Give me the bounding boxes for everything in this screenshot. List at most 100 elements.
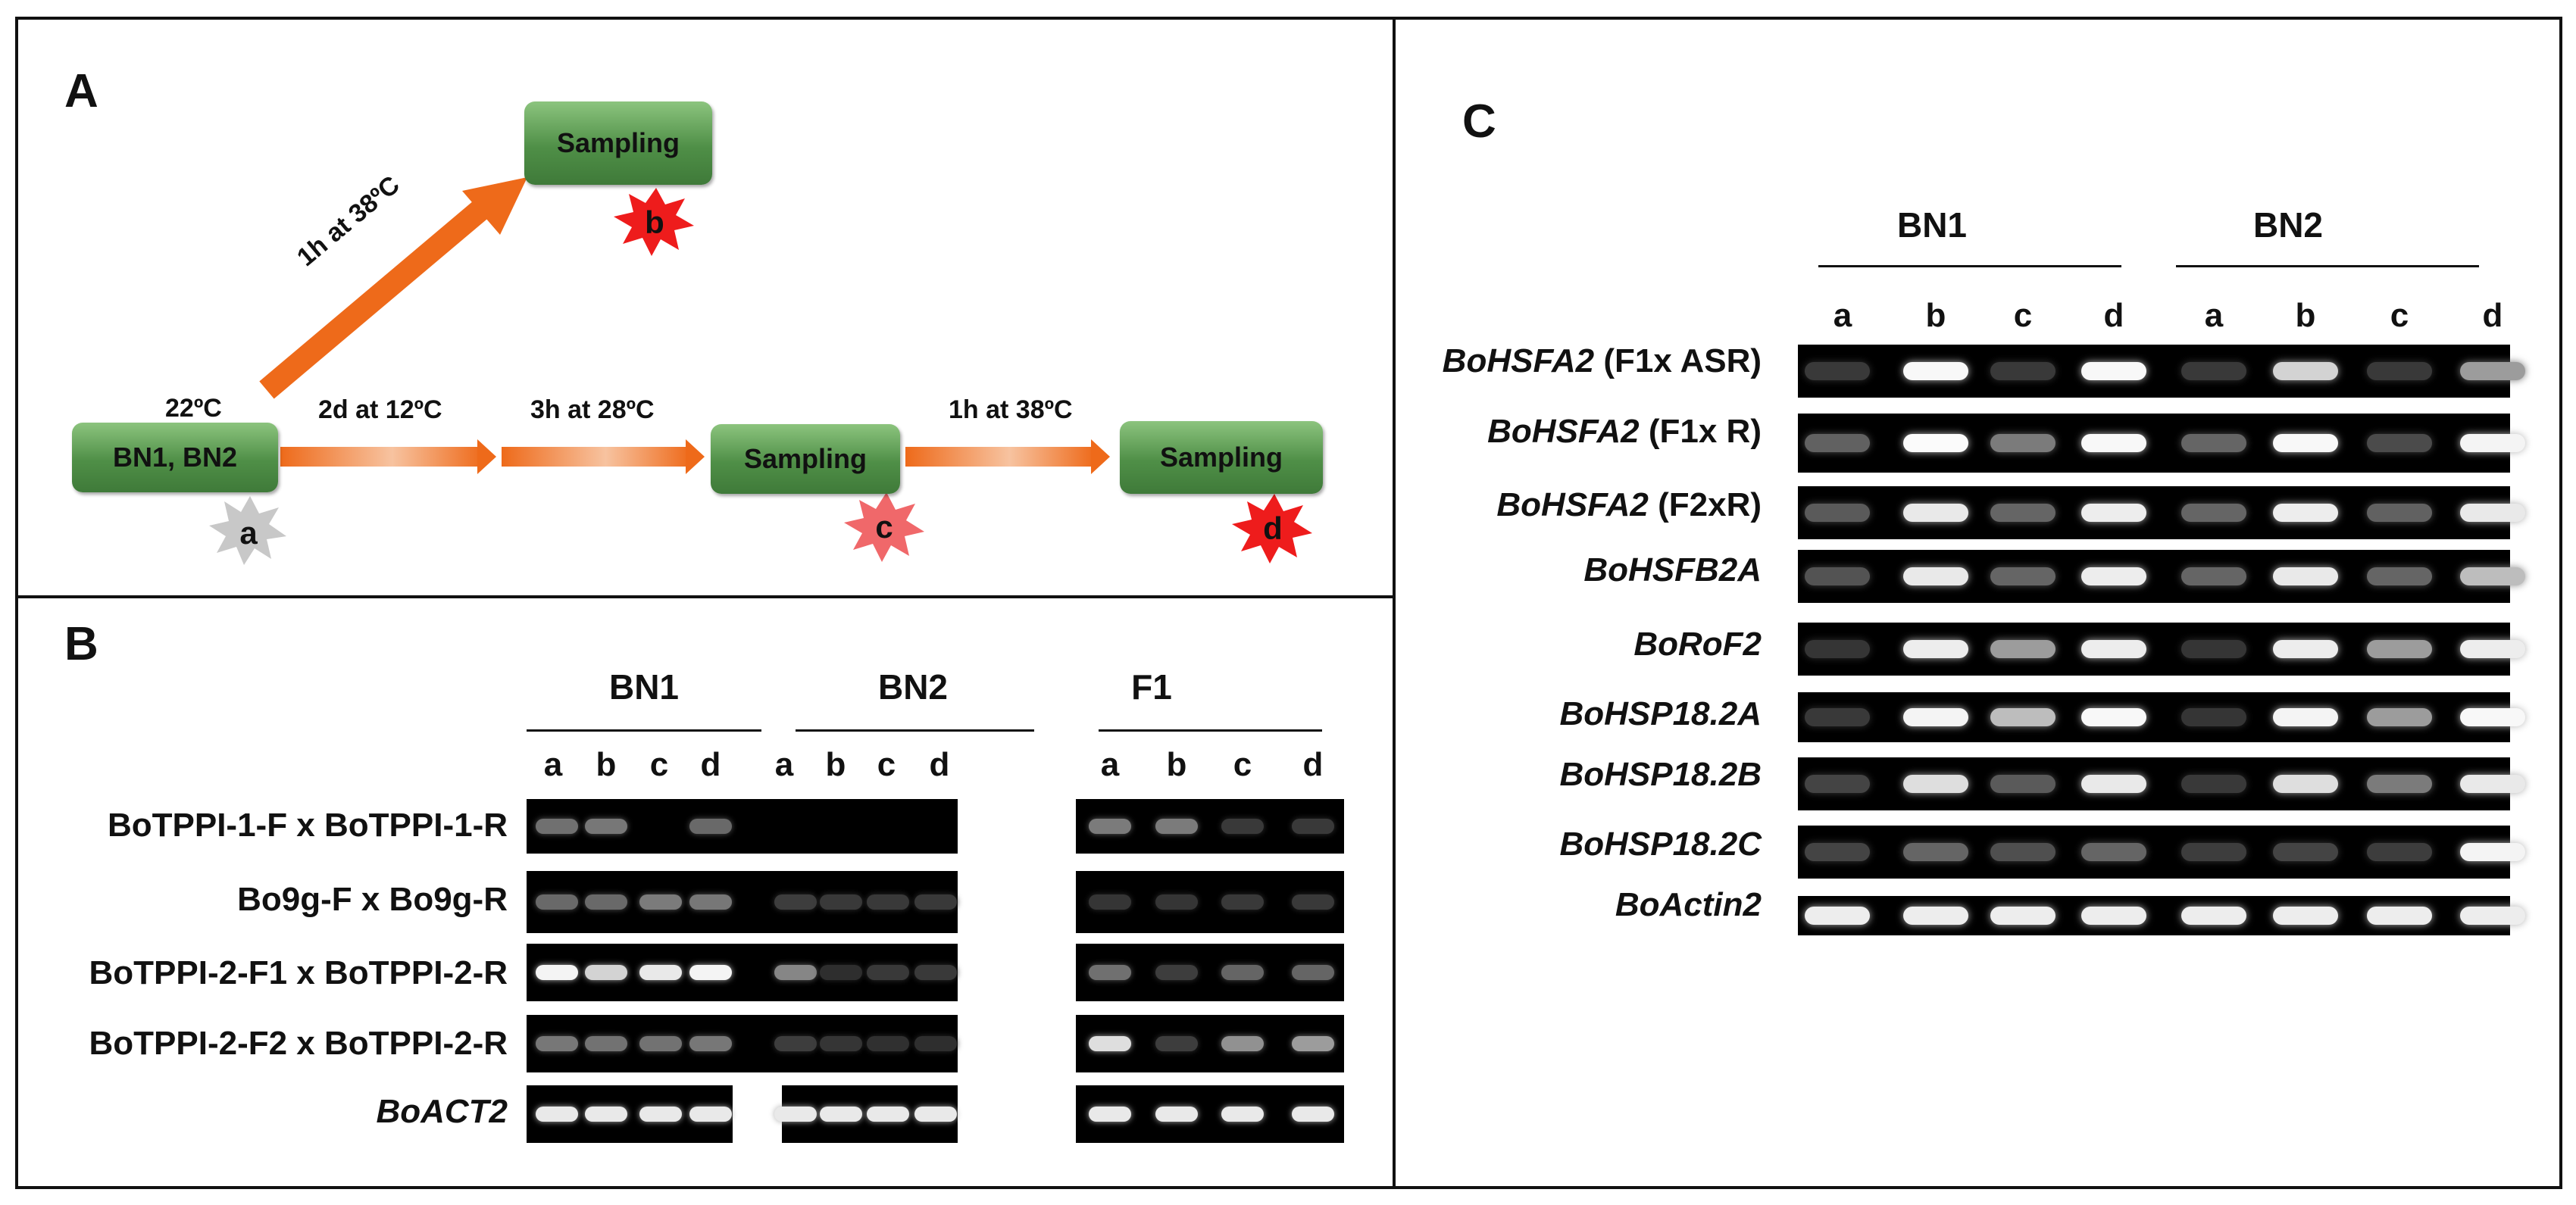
gel-band [689, 1036, 732, 1051]
gel-band [1155, 1107, 1198, 1122]
warm-arrow-head [686, 439, 705, 474]
star-b-label: b [645, 204, 664, 240]
gel-band [2273, 504, 2338, 522]
gel-band [2181, 640, 2246, 658]
gel-band [1903, 567, 1968, 585]
panel-c-letter: C [1462, 95, 1496, 148]
gel-row-label: BoTPPI-1-F x BoTPPI-1-R [107, 807, 508, 844]
gel-band [1903, 775, 1968, 793]
group-label-bn2: BN2 [877, 667, 949, 707]
gel-band [639, 965, 682, 980]
gel-band [2367, 775, 2432, 793]
gel-band [2367, 362, 2432, 380]
figure-frame [15, 17, 2562, 1189]
group-underline-bn1 [527, 729, 761, 732]
gene-name: BoHSFA2 [1442, 342, 1595, 379]
gel-band [2181, 708, 2246, 726]
gel-band [2367, 504, 2432, 522]
lane-label-b: b [596, 746, 617, 783]
gel-band [1903, 843, 1968, 861]
gel-band [2081, 708, 2146, 726]
gel-band [1089, 965, 1131, 980]
gel-band [914, 1107, 957, 1122]
gel-row-label: BoActin2 [1615, 886, 1762, 924]
gel-band [2081, 504, 2146, 522]
warm-arrow [502, 447, 691, 467]
lane-label-a: a [774, 746, 794, 783]
gene-name: BoHSFA2 [1496, 486, 1649, 523]
gel-row-label: BoRoF2 [1633, 626, 1762, 663]
gel-band [1292, 1107, 1334, 1122]
primer-suffix: (F1x ASR) [1594, 342, 1762, 379]
gel-band [585, 1107, 627, 1122]
gel-band [1805, 567, 1870, 585]
gel-band [536, 1036, 578, 1051]
gel-band [820, 1107, 862, 1122]
gel-band [2181, 907, 2246, 925]
gel-band [1805, 434, 1870, 452]
gel-band [2273, 567, 2338, 585]
lane-label-b: b [1925, 297, 1946, 334]
gel-band [2273, 843, 2338, 861]
gel-band [1990, 640, 2055, 658]
gel-band [2273, 434, 2338, 452]
gel-band [867, 965, 909, 980]
gel-band [689, 1107, 732, 1122]
cold-arrow [280, 447, 483, 467]
gel-band [689, 965, 732, 980]
gel-band [1221, 965, 1264, 980]
gel-band [585, 965, 627, 980]
gel-band [639, 1036, 682, 1051]
gel-row-label: Bo9g-F x Bo9g-R [237, 881, 508, 918]
gene-name: BoHSP18.2B [1559, 756, 1762, 793]
gel-band [689, 819, 732, 834]
gel-band [536, 965, 578, 980]
star-a [209, 496, 286, 565]
heat-arrow-diagonal [259, 197, 492, 399]
heat-arrow-diagonal-head [462, 177, 527, 235]
gel-band [1805, 907, 1870, 925]
gel-band [774, 1107, 817, 1122]
lane-label-d: d [929, 746, 950, 783]
group-label-f1: F1 [1131, 667, 1172, 707]
gel-band [585, 819, 627, 834]
gel-band [2081, 434, 2146, 452]
gel-band [2273, 708, 2338, 726]
lane-label-b: b [1166, 746, 1187, 783]
gel-band [2181, 567, 2246, 585]
gel-band [2367, 434, 2432, 452]
gel-band [1903, 640, 1968, 658]
gene-name: BoHSP18.2A [1559, 695, 1762, 732]
gel-row-label: BoTPPI-2-F1 x BoTPPI-2-R [89, 954, 508, 991]
primer-suffix: (F2xR) [1648, 486, 1762, 523]
gel-band [867, 1107, 909, 1122]
gel-band [1805, 362, 1870, 380]
gel-band [820, 965, 862, 980]
gel-band [1292, 965, 1334, 980]
gel-band [2460, 362, 2525, 380]
group-underline-f1 [1099, 729, 1322, 732]
gel-band [2460, 567, 2525, 585]
gel-band [2460, 843, 2525, 861]
lane-label-d: d [2482, 297, 2503, 334]
gel-band [1990, 907, 2055, 925]
lane-label-a: a [1833, 297, 1852, 334]
gel-band [1221, 1107, 1264, 1122]
gel-band [1155, 819, 1198, 834]
gel-band [2460, 504, 2525, 522]
gel-band [774, 894, 817, 910]
cold-arrow-head [477, 439, 496, 474]
lane-label-c: c [1233, 746, 1252, 783]
star-d [1232, 494, 1312, 563]
lane-label-d: d [1302, 746, 1324, 783]
star-a-label: a [239, 515, 258, 551]
gel-row-label: BoHSP18.2C [1559, 826, 1762, 863]
gel-band [2460, 775, 2525, 793]
gel-band [536, 1107, 578, 1122]
gel-band [2081, 775, 2146, 793]
gel-row-label: BoTPPI-2-F2 x BoTPPI-2-R [89, 1025, 508, 1062]
gel-band [2181, 843, 2246, 861]
lane-label-c: c [2013, 297, 2033, 334]
gel-band [585, 1036, 627, 1051]
gel-band [1903, 504, 1968, 522]
